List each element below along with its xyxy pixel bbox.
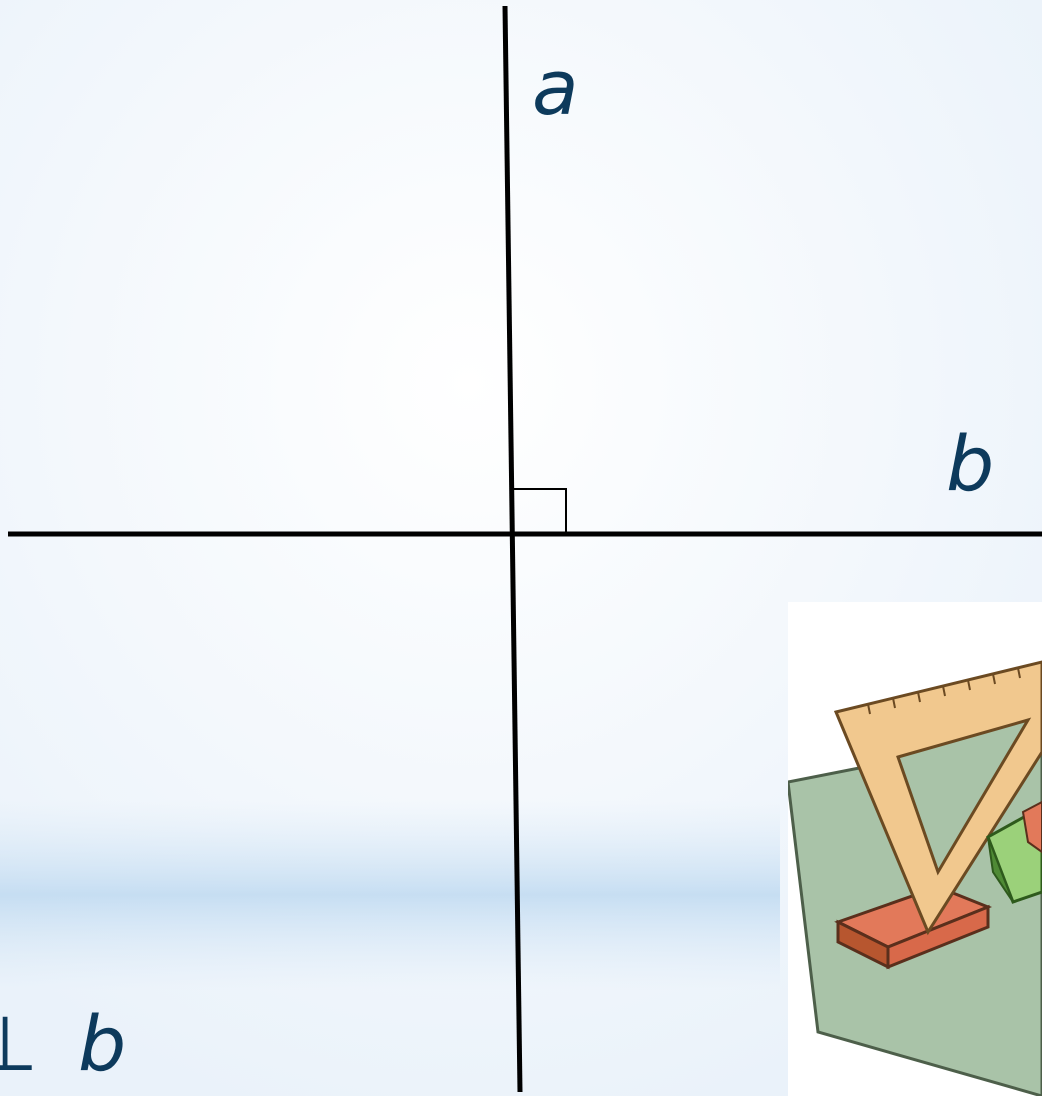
- caption-variable: b: [78, 999, 127, 1088]
- caption-perp-symbol: ⊥: [0, 999, 39, 1088]
- right-angle-marker: [512, 488, 567, 532]
- label-line-b: b: [946, 419, 995, 508]
- geometry-tools-icon: [788, 602, 1042, 1096]
- line-a: [502, 5, 523, 1093]
- label-line-a: a: [532, 43, 579, 132]
